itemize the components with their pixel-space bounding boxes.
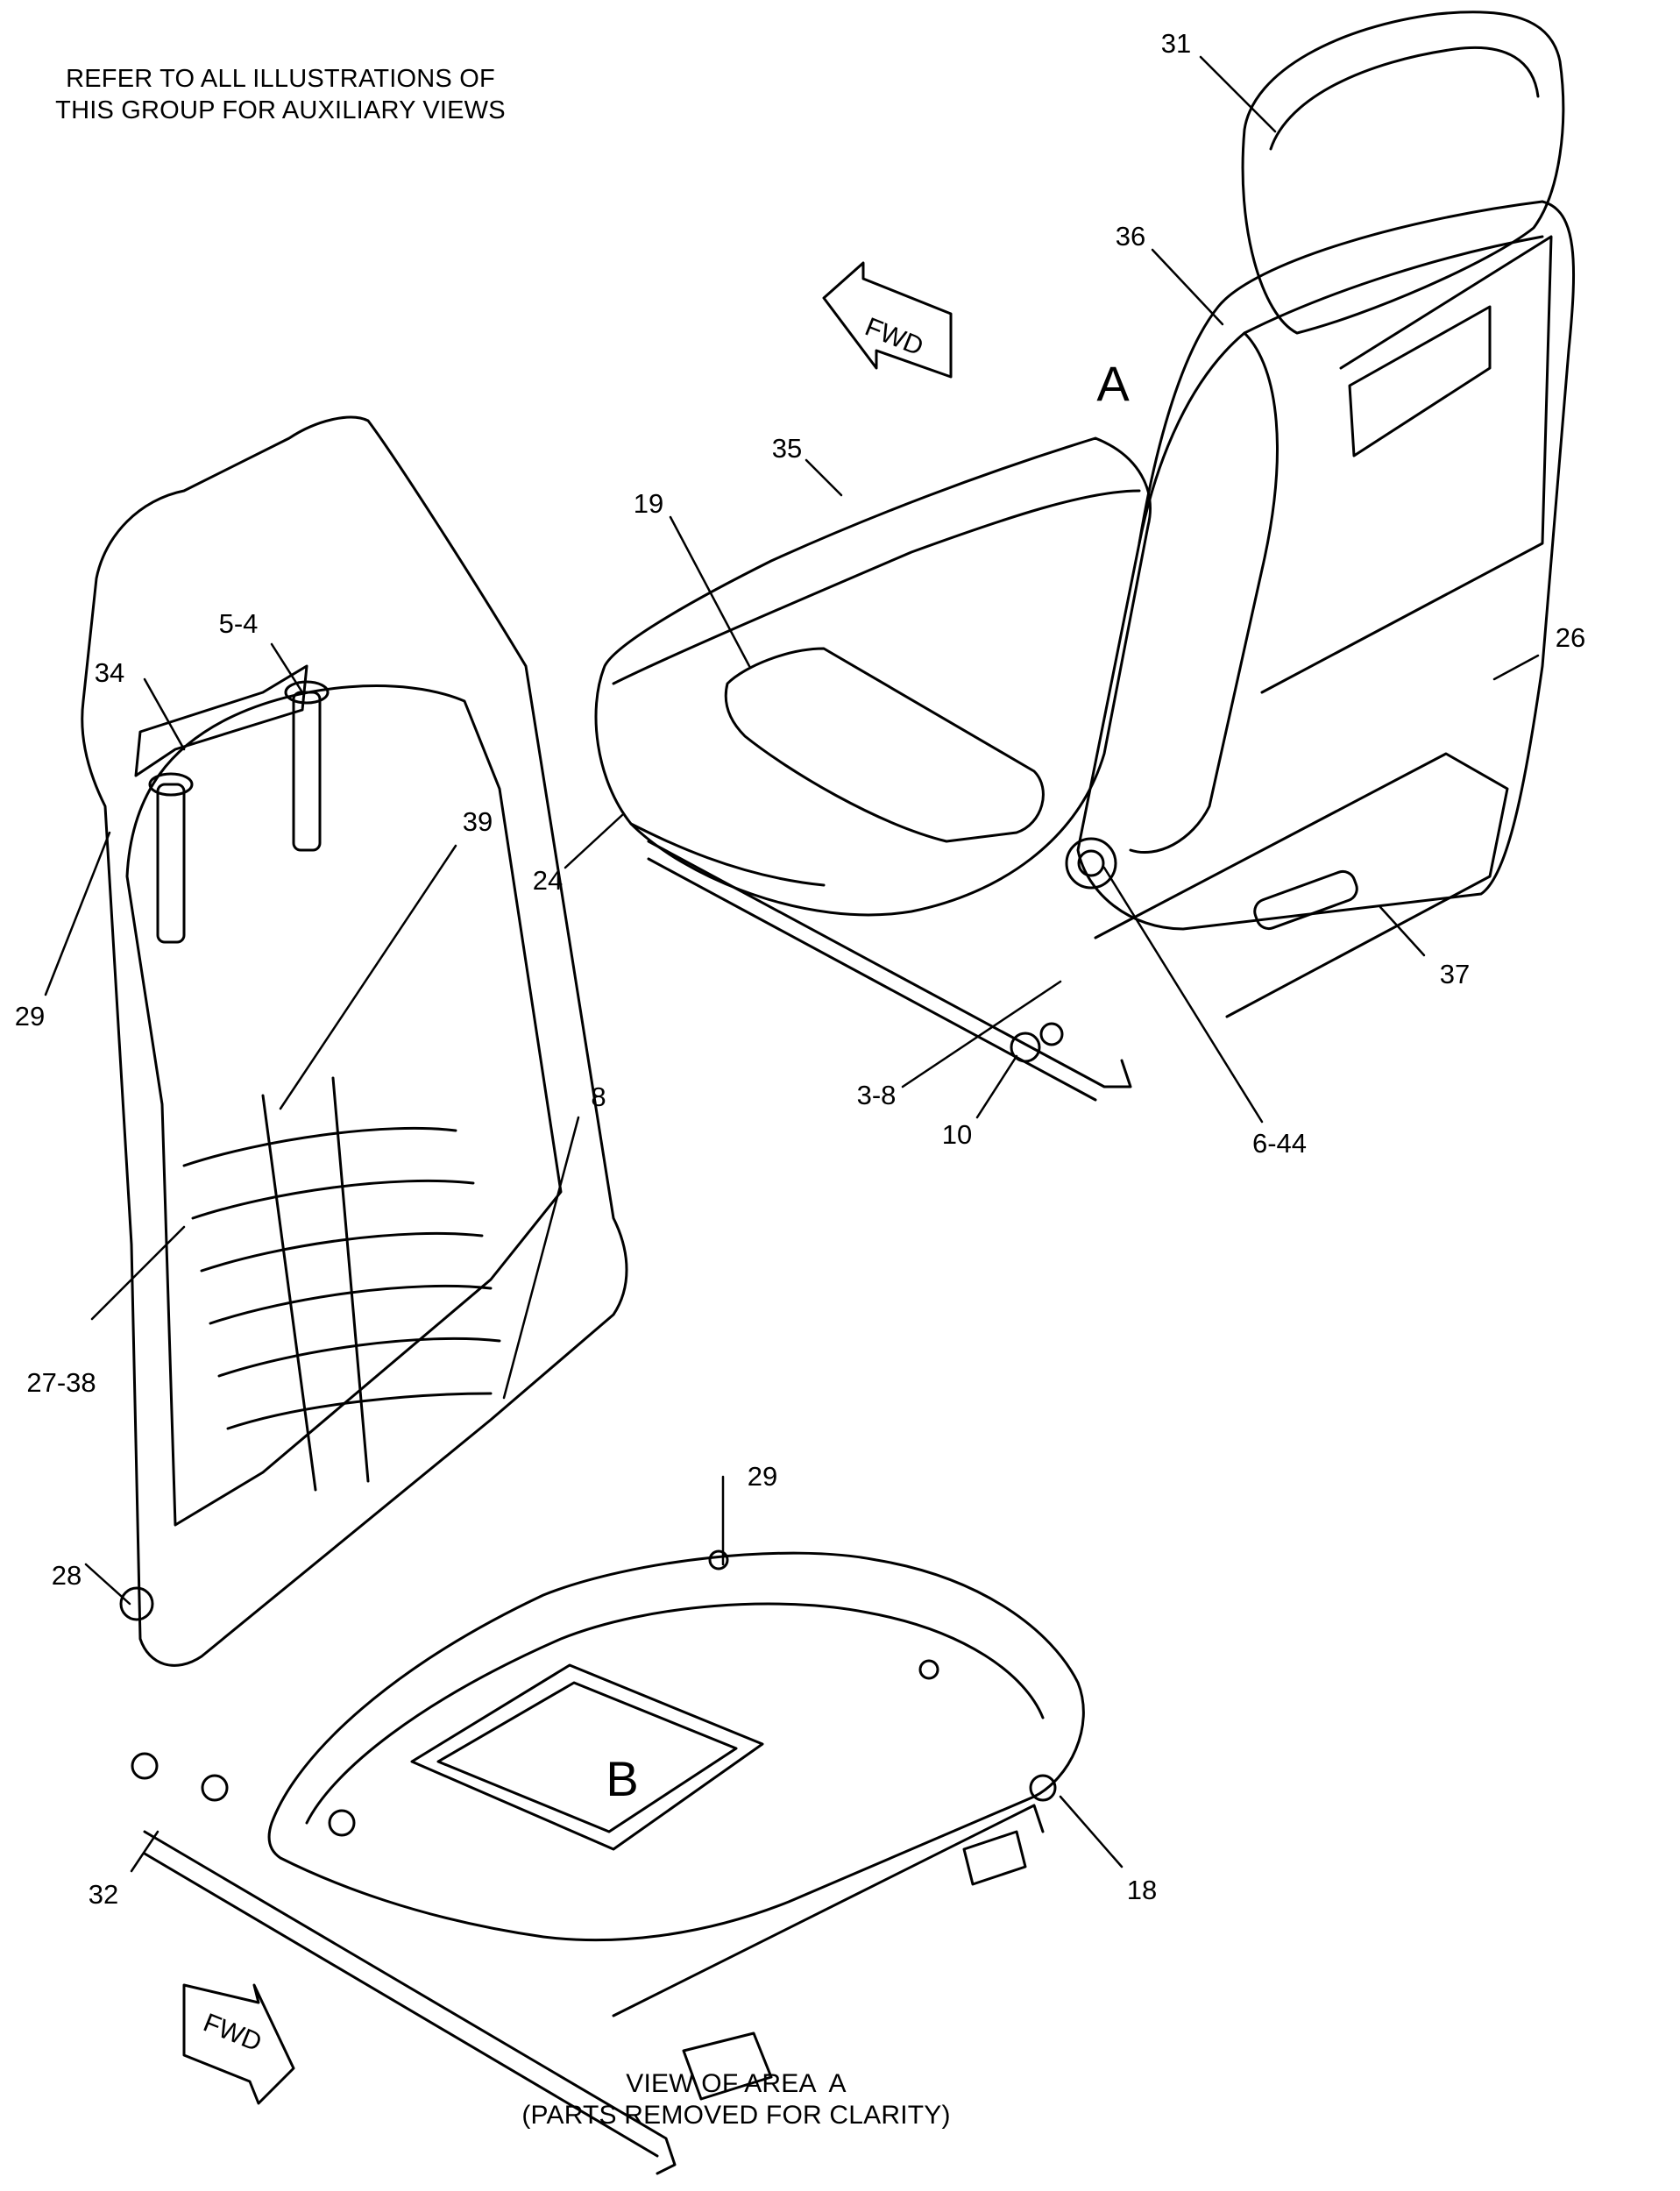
view-caption: VIEW OF AREA A (PARTS REMOVED FOR CLARIT… bbox=[386, 2068, 1087, 2131]
leader-29-top bbox=[44, 831, 111, 996]
assembled-seat-drawing bbox=[594, 11, 1576, 1102]
callout-10: 10 bbox=[941, 1119, 973, 1150]
leader-24 bbox=[564, 813, 624, 869]
callout-26: 26 bbox=[1555, 622, 1586, 653]
leader-36 bbox=[1151, 248, 1224, 326]
callout-29-bottom: 29 bbox=[747, 1461, 778, 1492]
callout-24: 24 bbox=[532, 865, 564, 896]
fwd-arrow-top bbox=[822, 261, 953, 379]
caption-line-2: (PARTS REMOVED FOR CLARITY) bbox=[521, 2101, 951, 2130]
callout-8: 8 bbox=[591, 1081, 606, 1112]
view-letter-b: B bbox=[606, 1751, 639, 1806]
leader-34 bbox=[143, 677, 186, 751]
leader-28 bbox=[84, 1563, 131, 1606]
callout-leaders bbox=[44, 55, 1540, 1873]
note-line-2: THIS GROUP FOR AUXILIARY VIEWS bbox=[55, 96, 506, 124]
callout-6-44: 6-44 bbox=[1251, 1128, 1308, 1159]
exploded-seat-frame-drawing bbox=[81, 415, 1085, 2175]
callout-27-38: 27-38 bbox=[26, 1367, 96, 1398]
leader-39 bbox=[279, 844, 457, 1110]
callout-29-top: 29 bbox=[14, 1001, 46, 1032]
callout-19: 19 bbox=[633, 488, 664, 519]
leader-32 bbox=[130, 1830, 159, 1873]
leader-18 bbox=[1059, 1795, 1124, 1868]
leader-10 bbox=[975, 1054, 1018, 1119]
leader-19 bbox=[669, 515, 751, 668]
leader-37 bbox=[1379, 905, 1426, 957]
callout-5-4: 5-4 bbox=[218, 608, 259, 639]
leader-35 bbox=[805, 458, 843, 497]
leader-6-44 bbox=[1102, 866, 1264, 1124]
leader-3-8 bbox=[901, 980, 1062, 1088]
callout-32: 32 bbox=[88, 1879, 119, 1910]
callout-35: 35 bbox=[771, 433, 803, 464]
callout-36: 36 bbox=[1115, 221, 1146, 252]
caption-line-1: VIEW OF AREA A bbox=[626, 2069, 847, 2098]
callout-34: 34 bbox=[94, 657, 125, 688]
leader-8 bbox=[502, 1116, 580, 1400]
leader-27-38 bbox=[90, 1225, 186, 1321]
auxiliary-views-note: REFER TO ALL ILLUSTRATIONS OF THIS GROUP… bbox=[18, 63, 543, 126]
callout-39: 39 bbox=[462, 806, 493, 837]
note-line-1: REFER TO ALL ILLUSTRATIONS OF bbox=[66, 65, 495, 93]
callout-31: 31 bbox=[1160, 28, 1192, 59]
leader-26 bbox=[1492, 654, 1540, 681]
fwd-arrow-bottom bbox=[182, 1983, 295, 2105]
callout-18: 18 bbox=[1126, 1875, 1158, 1905]
callout-28: 28 bbox=[51, 1560, 82, 1591]
leader-31 bbox=[1199, 55, 1277, 133]
view-letter-a: A bbox=[1096, 356, 1130, 411]
callout-37: 37 bbox=[1439, 959, 1471, 989]
leader-5-4 bbox=[270, 642, 304, 694]
callout-3-8: 3-8 bbox=[856, 1080, 897, 1110]
